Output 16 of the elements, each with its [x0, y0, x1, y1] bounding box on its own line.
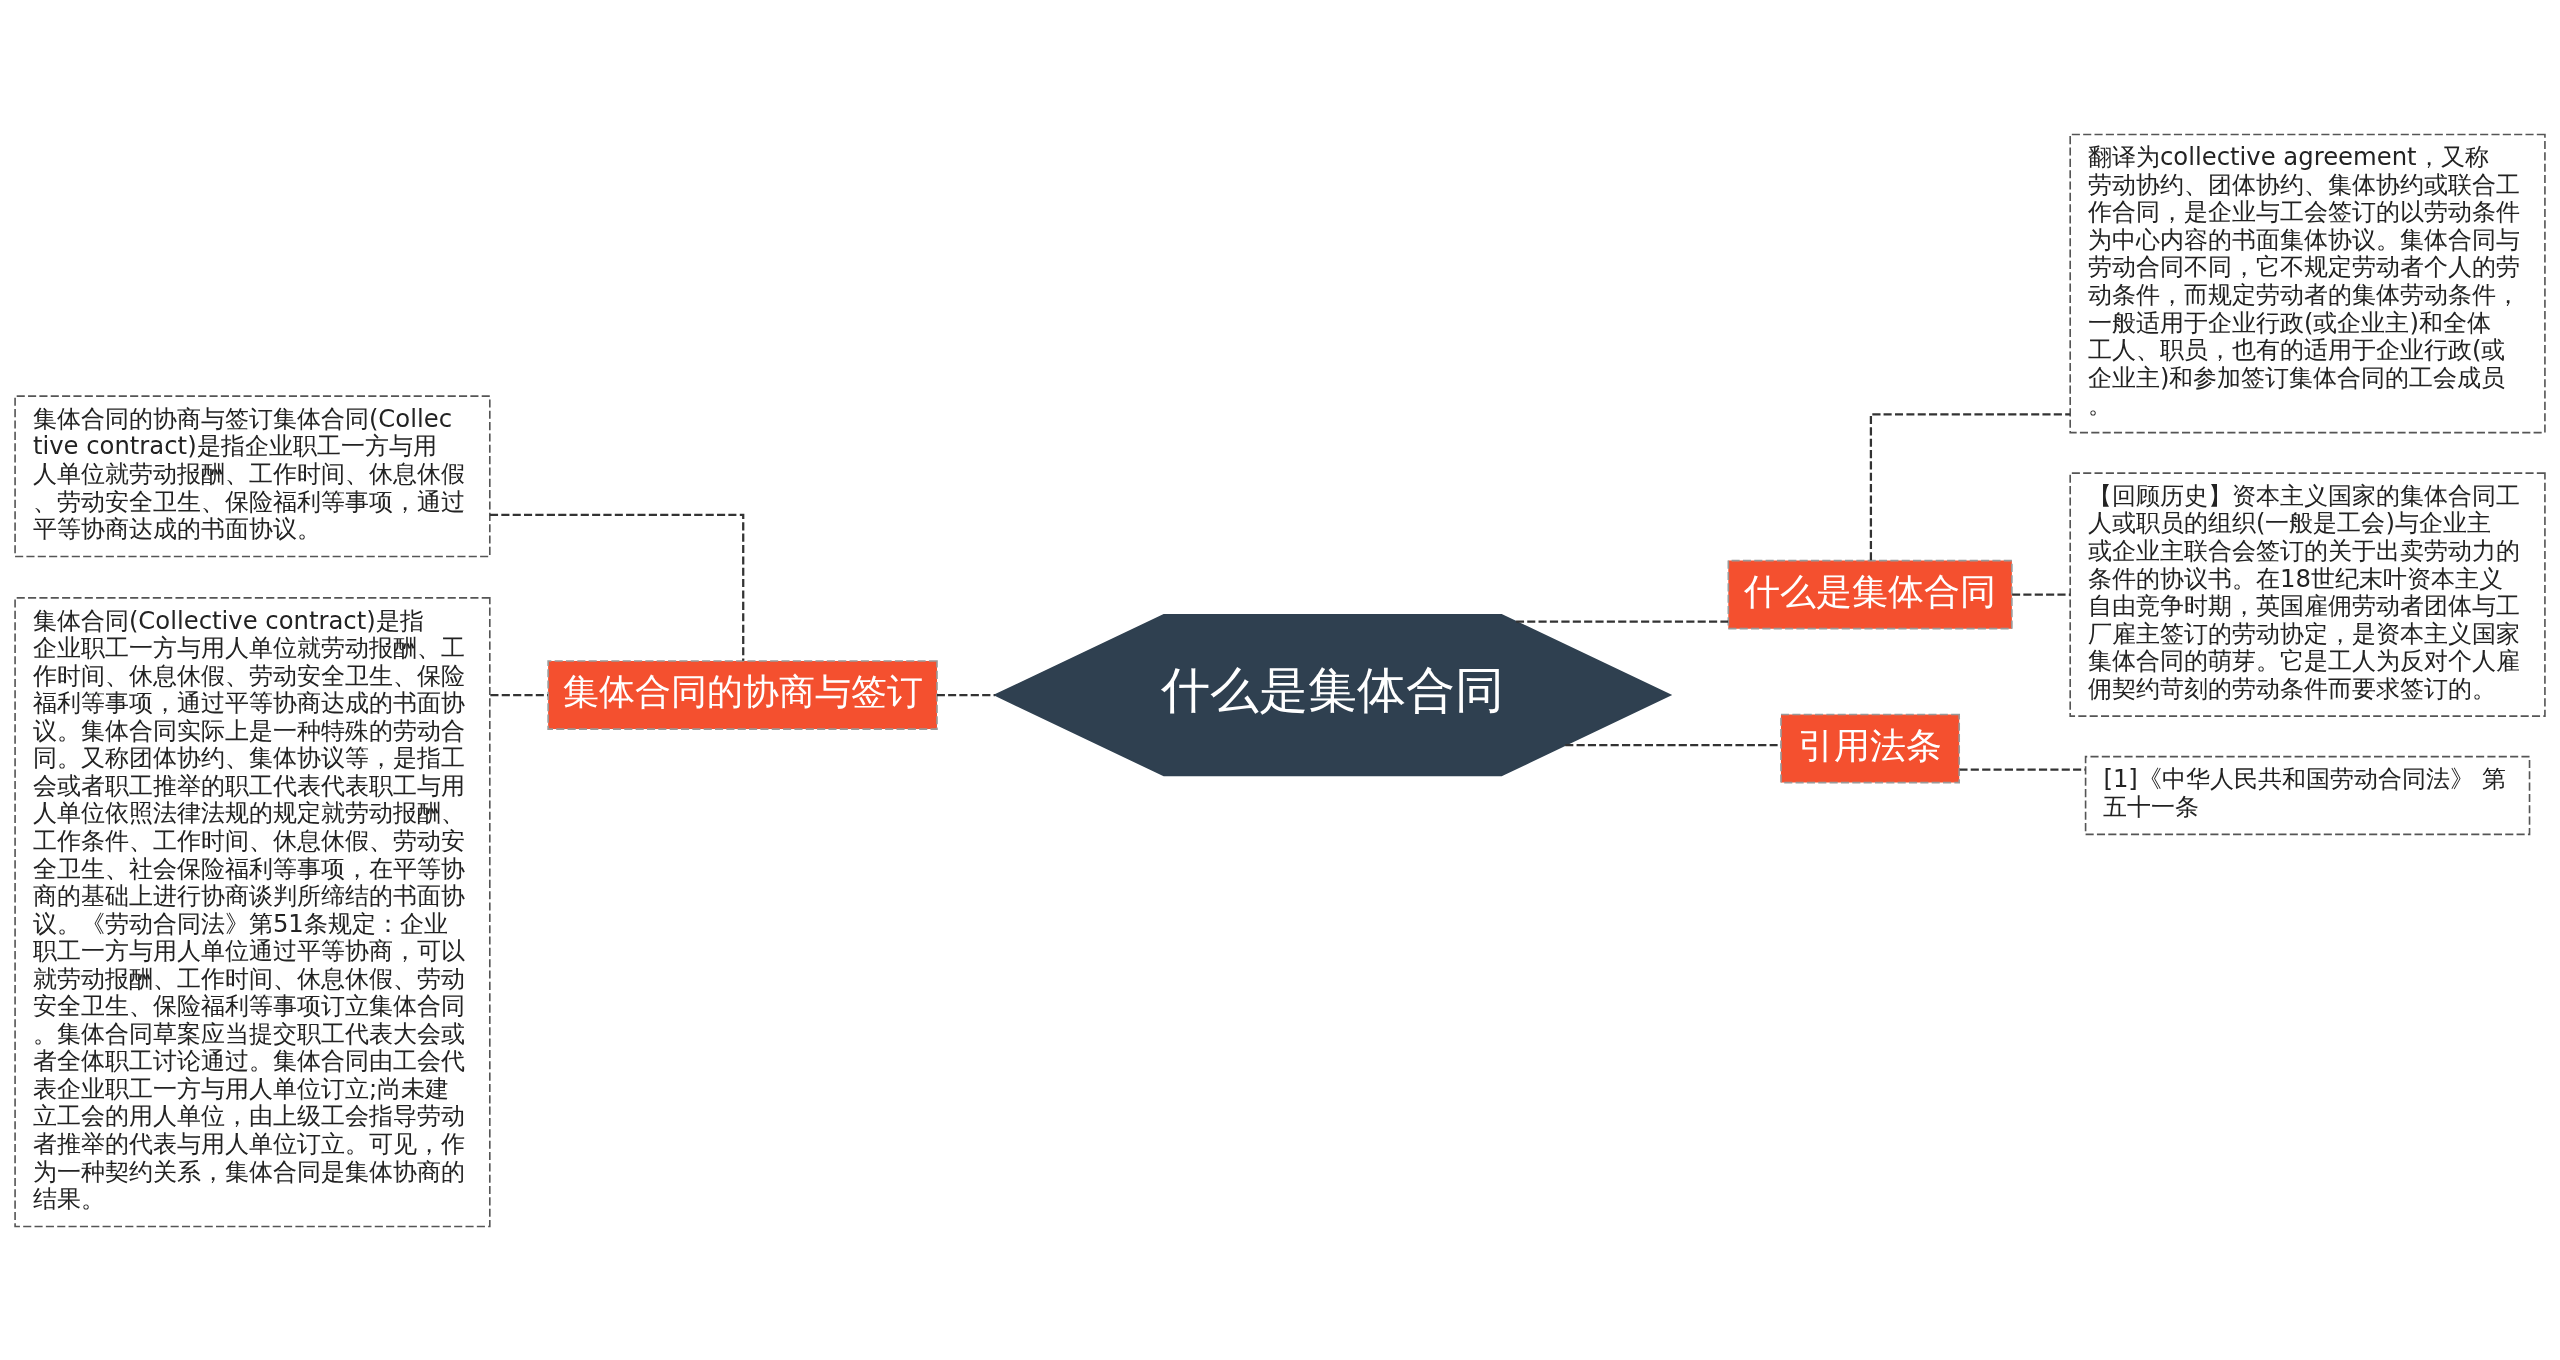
connector	[937, 693, 995, 696]
node-box: [1]《中华人民共和国劳动合同法》 第五十一条	[2084, 755, 2531, 835]
node-box: 引用法条	[1780, 713, 1960, 783]
connector	[489, 513, 745, 661]
connector	[1959, 767, 2086, 771]
connector	[2012, 593, 2071, 596]
node-box: 【回顾历史】资本主义国家的集体合同工人或职员的组织(一般是工会)与企业主或企业主联合会签订的关于出卖劳动力的条件的协议书。在18世纪末叶资本主义自由竞争时期，英国雇佣劳动者团体与工厂雇主签订的劳动协定，是资本主义国家集体合同的萌芽。它是工人为反对个人雇佣契约苛刻的劳动条件而要求签订的。	[2069, 471, 2546, 717]
node-box: 翻译为collective agreement，又称劳动协约、团体协约、集体协约或联合工作合同，是企业与工会签订的以劳动条件为中心内容的书面集体协议。集体合同与劳动合同不同，它不规定劳动者个人的劳动条件，而规定劳动者的集体劳动条件，一般适用于企业行政(或企业主)和全体工人、职员，也有的适用于企业行政(或企业主)和参加签订集体合同的工会成员。	[2069, 133, 2546, 433]
node-box: 什么是集体合同	[1727, 559, 2013, 629]
connector	[1869, 412, 2071, 560]
connector	[1516, 619, 1729, 623]
node-box: 集体合同的协商与签订	[547, 659, 938, 730]
connector	[490, 693, 548, 696]
node-box: 集体合同(Collective contract)是指企业职工一方与用人单位就劳动报酬、工作时间、休息休假、劳动安全卫生、保险福利等事项，通过平等协商达成的书面协议。集体合同实际上是一种特殊的劳动合同。又称团体协约、集体协议等，是指工会或者职工推举的职工代表代表职工与用人单位依照法律法规的规定就劳动报酬、工作条件、工作时间、休息休假、劳动安全卫生、社会保险福利等事项，在平等协商的基础上进行协商谈判所缔结的书面协议。《劳动合同法》第51条规定：企业职工一方与用人单位通过平等协商，可以就劳动报酬、工作时间、休息休假、劳动安全卫生、保险福利等事项订立集体合同。集体合同草案应当提交职工代表大会或者全体职工讨论通过。集体合同由工会代表企业职工一方与用人单位订立;尚未建立工会的用人单位，由上级工会指导劳动者推举的代表与用人单位订立。可见，作为一种契约关系，集体合同是集体协商的结果。	[14, 596, 491, 1227]
connector	[1565, 743, 1781, 746]
node-box: 集体合同的协商与签订集体合同(Collective contract)是指企业职工一方与用人单位就劳动报酬、工作时间、休息休假、劳动安全卫生、保险福利等事项，通过平等协商达成的书面协议。	[14, 394, 491, 557]
